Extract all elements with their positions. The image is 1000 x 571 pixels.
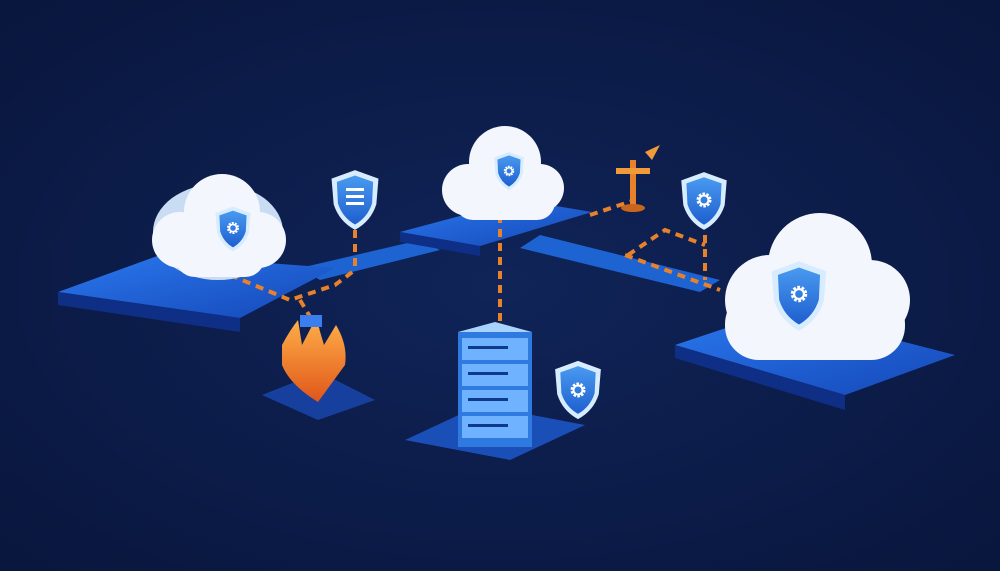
cloud-right <box>725 213 910 360</box>
cloud-left <box>152 174 286 280</box>
signpost-icon <box>616 145 660 212</box>
shield-document <box>331 170 379 230</box>
network-connectors <box>300 235 720 292</box>
server-stack-icon <box>458 322 532 447</box>
platform-left <box>58 255 335 332</box>
cloud-center <box>442 126 564 220</box>
firewall-flame-icon <box>282 315 346 402</box>
